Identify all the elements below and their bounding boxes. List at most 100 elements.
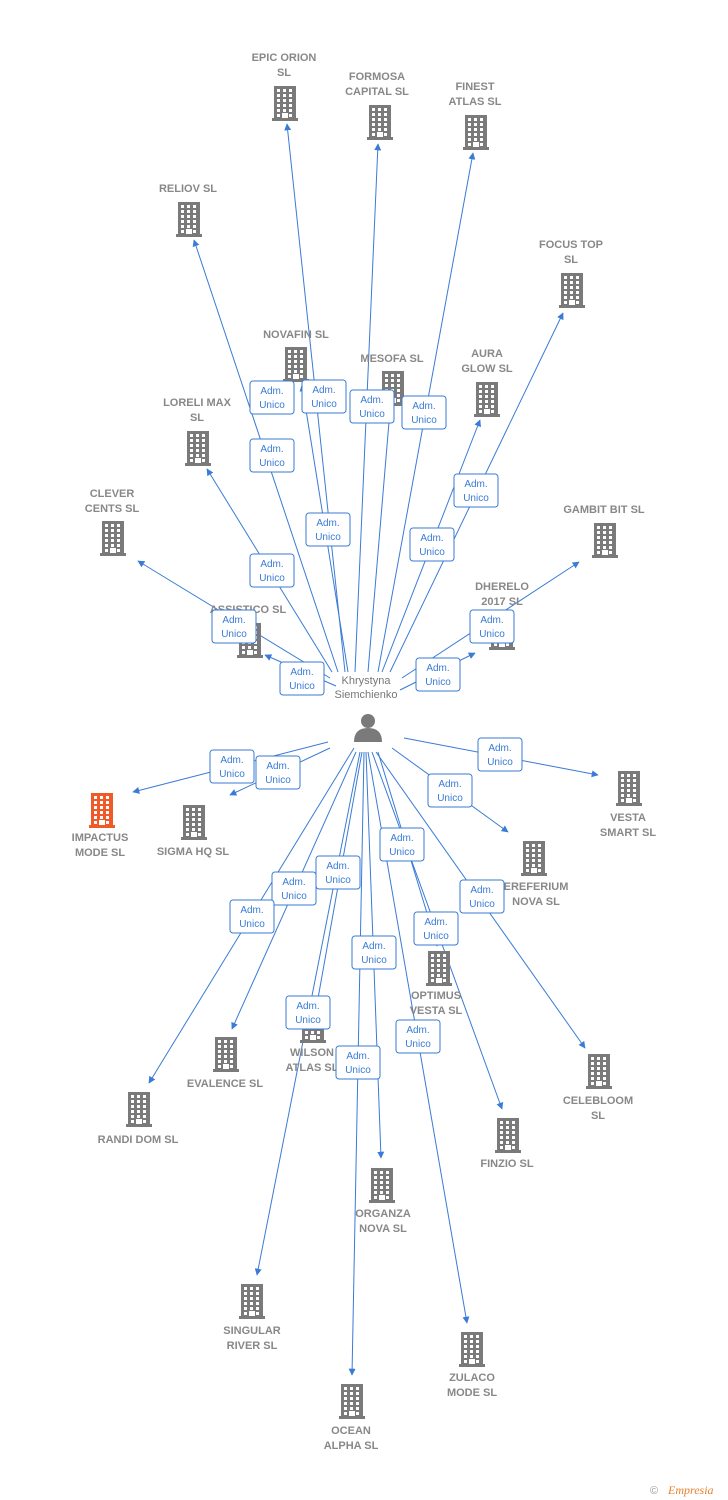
- company-name-line: DHERELO: [475, 581, 529, 593]
- company-node-vesta-smart[interactable]: VESTA SMART SL: [600, 771, 657, 839]
- relation-label-line2: Unico: [221, 629, 247, 640]
- company-name-line: VESTA: [610, 812, 646, 824]
- relation-label-line1: Adm.: [260, 444, 283, 455]
- relation-label-box: [315, 855, 361, 890]
- relation-label-box: [401, 395, 447, 430]
- relation-label-box: [453, 473, 499, 508]
- building-icon: [586, 1054, 612, 1089]
- company-name-line: SMART SL: [600, 827, 657, 839]
- relation-label-box: [477, 737, 523, 772]
- relation-label-line1: Adm.: [426, 663, 449, 674]
- relation-label-box: [469, 609, 515, 644]
- company-node-gambit-bit[interactable]: GAMBIT BIT SL: [563, 504, 645, 558]
- building-icon: [521, 841, 547, 876]
- company-node-evalence[interactable]: EVALENCE SL: [187, 1037, 263, 1090]
- company-name-line: SL: [564, 254, 578, 266]
- person-node[interactable]: Khrystyna Siemchienko: [335, 675, 398, 742]
- relation-label-clever-cents: Adm. Unico: [211, 609, 257, 644]
- relation-label-line2: Unico: [423, 931, 449, 942]
- relation-label-line2: Unico: [295, 1015, 321, 1026]
- relation-label-line2: Unico: [425, 677, 451, 688]
- relation-label-finzio: Adm. Unico: [413, 911, 459, 946]
- relation-label-box: [279, 661, 325, 696]
- relation-label-line2: Unico: [361, 955, 387, 966]
- relation-label-line2: Unico: [259, 573, 285, 584]
- relation-label-line1: Adm.: [424, 917, 447, 928]
- relation-label-line1: Adm.: [326, 861, 349, 872]
- company-node-randi-dom[interactable]: RANDI DOM SL: [98, 1092, 179, 1146]
- relation-label-line2: Unico: [487, 757, 513, 768]
- company-name-line: MODE SL: [447, 1387, 497, 1399]
- relation-label-line1: Adm.: [296, 1001, 319, 1012]
- relation-label-optimus-vesta: Adm.Unico: [379, 827, 425, 862]
- company-name-line: FINEST: [455, 81, 494, 93]
- company-node-sigma-hq[interactable]: SIGMA HQ SL: [157, 805, 230, 858]
- relation-label-mesofa: Adm.Unico: [349, 389, 395, 424]
- relation-label-line2: Unico: [389, 847, 415, 858]
- company-name-line: WILSON: [290, 1047, 334, 1059]
- building-icon: [100, 521, 126, 556]
- relation-label-line1: Adm.: [488, 743, 511, 754]
- relation-label-line2: Unico: [359, 409, 385, 420]
- relation-label-box: [409, 527, 455, 562]
- company-node-novafin[interactable]: NOVAFIN SL: [263, 329, 329, 382]
- relation-label-reliov: Adm.Unico: [249, 438, 295, 473]
- relation-label-zulaco-mode: Adm.Unico: [395, 1019, 441, 1054]
- relation-label-aura-glow: Adm.Unico: [409, 527, 455, 562]
- company-name-line: ATLAS SL: [449, 96, 502, 108]
- company-name-line: AURA: [471, 348, 503, 360]
- relation-label-wilson-atlas: Adm.Unico: [315, 855, 361, 890]
- relation-label-finest-atlas: Adm.Unico: [401, 395, 447, 430]
- relation-label-box: [305, 512, 351, 547]
- company-name-line: NOVA SL: [512, 896, 560, 908]
- company-node-reliov[interactable]: RELIOV SL: [159, 183, 217, 237]
- building-icon: [272, 86, 298, 121]
- company-name-line: ALPHA SL: [324, 1440, 379, 1452]
- relation-label-singular-river: Adm. Unico: [285, 995, 331, 1030]
- company-node-loreli-max[interactable]: LORELI MAX SL: [163, 397, 232, 466]
- relation-label-box: [395, 1019, 441, 1054]
- relation-label-box: [209, 749, 255, 784]
- company-name-line: LORELI MAX: [163, 397, 231, 409]
- building-icon: [459, 1332, 485, 1367]
- building-icon: [239, 1284, 265, 1319]
- relation-label-line2: Unico: [239, 919, 265, 930]
- relation-label-line1: Adm.: [362, 941, 385, 952]
- building-icon: [181, 805, 207, 840]
- relation-label-line2: Unico: [437, 793, 463, 804]
- relation-label-box: [335, 1045, 381, 1080]
- company-name-line: RIVER SL: [227, 1340, 278, 1352]
- relation-label-line2: Unico: [315, 532, 341, 543]
- edges-layer: [132, 123, 599, 1376]
- relation-label-line2: Unico: [479, 629, 505, 640]
- relation-label-box: [229, 899, 275, 934]
- relation-label-impactus-mode: Adm.Unico: [209, 749, 255, 784]
- company-name-line: 2017 SL: [481, 596, 523, 608]
- relation-label-line1: Adm.: [222, 615, 245, 626]
- company-name-line: SL: [277, 67, 291, 79]
- relation-label-evalence: Adm.Unico: [271, 871, 317, 906]
- company-node-finzio[interactable]: FINZIO SL: [480, 1118, 534, 1170]
- relation-label-box: [271, 871, 317, 906]
- relation-label-line1: Adm.: [312, 385, 335, 396]
- relation-label-line2: Unico: [281, 891, 307, 902]
- relation-label-box: [379, 827, 425, 862]
- relation-label-line2: Unico: [259, 400, 285, 411]
- company-name-line: SL: [190, 412, 204, 424]
- company-node-finest-atlas[interactable]: FINEST ATLAS SL: [449, 81, 502, 150]
- company-name-line: VESTA SL: [410, 1005, 463, 1017]
- building-icon: [426, 951, 452, 986]
